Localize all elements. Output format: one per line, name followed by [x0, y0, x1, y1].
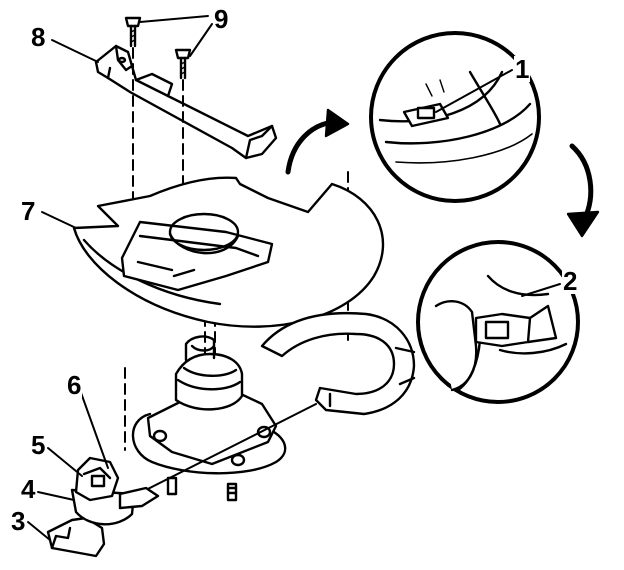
callout-leaders [27, 15, 561, 541]
screw-left [124, 16, 142, 48]
callout-2: 2 [562, 266, 579, 296]
heat-shield [72, 176, 385, 328]
mounting-bracket [94, 44, 278, 160]
callout-8: 8 [30, 22, 47, 52]
flow-arrow-lower [566, 143, 600, 238]
detail-view-lower [416, 240, 580, 404]
mounting-stud [166, 476, 238, 502]
callout-1: 1 [514, 54, 531, 84]
retaining-clamp [260, 312, 416, 416]
callout-3: 3 [10, 506, 27, 536]
boot-assembly [174, 335, 244, 411]
callout-9: 9 [213, 4, 230, 34]
clamp-leader [125, 403, 317, 501]
screw-right [174, 48, 192, 80]
flow-arrow-upper [285, 108, 350, 175]
callout-6: 6 [66, 370, 83, 400]
callout-7: 7 [20, 196, 37, 226]
detail-view-upper [369, 31, 541, 203]
callout-5: 5 [30, 430, 47, 460]
callout-4: 4 [20, 474, 37, 504]
sensor-assembly [46, 456, 160, 558]
base-plate [131, 386, 287, 475]
